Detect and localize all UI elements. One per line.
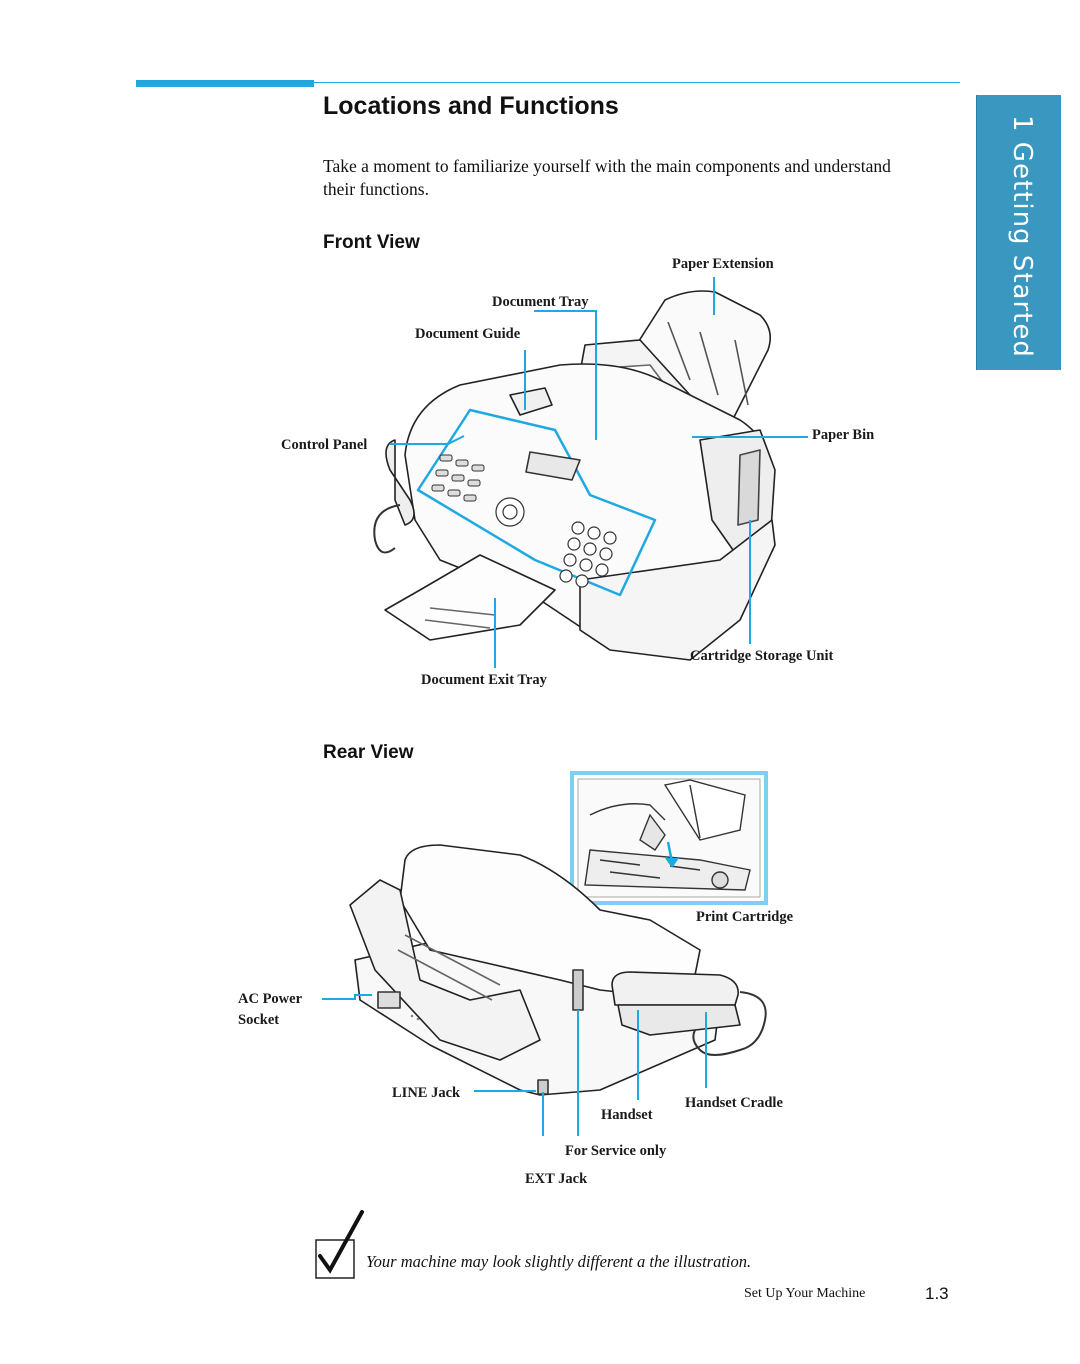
- print-cartridge-inset: [570, 771, 768, 905]
- note-text: Your machine may look slightly different…: [366, 1252, 752, 1271]
- label-document-tray: Document Tray: [492, 294, 589, 310]
- page-title: Locations and Functions: [323, 92, 619, 120]
- label-document-exit-tray: Document Exit Tray: [421, 672, 547, 688]
- rear-leader-lines: [322, 994, 707, 1136]
- label-handset: Handset: [601, 1107, 653, 1123]
- intro-text: Take a moment to familiarize yourself wi…: [323, 156, 891, 199]
- page-number: 1.3: [925, 1284, 949, 1303]
- front-view-heading: Front View: [323, 232, 420, 253]
- label-ac-power: AC Power: [238, 991, 303, 1007]
- label-ext-jack: EXT Jack: [525, 1171, 588, 1187]
- label-line-jack: LINE Jack: [392, 1085, 461, 1101]
- front-fax-illustration: [373, 290, 776, 661]
- label-socket: Socket: [238, 1012, 280, 1028]
- checkmark-note-icon: [315, 1210, 364, 1279]
- front-leader-lines: [390, 277, 808, 668]
- label-paper-extension: Paper Extension: [672, 256, 774, 272]
- label-control-panel: Control Panel: [281, 437, 368, 453]
- label-document-guide: Document Guide: [415, 326, 521, 342]
- footer-section: Set Up Your Machine: [744, 1286, 866, 1301]
- rear-view-heading: Rear View: [323, 742, 414, 763]
- chapter-tab: 1 Getting Started: [976, 95, 1061, 370]
- label-print-cartridge: Print Cartridge: [696, 909, 794, 925]
- label-handset-cradle: Handset Cradle: [685, 1095, 783, 1111]
- label-cartridge-storage-unit: Cartridge Storage Unit: [690, 648, 834, 664]
- header-rule-thick: [136, 80, 314, 87]
- label-for-service-only: For Service only: [565, 1143, 667, 1159]
- label-paper-bin: Paper Bin: [812, 427, 875, 443]
- header-rule-thin: [314, 82, 960, 83]
